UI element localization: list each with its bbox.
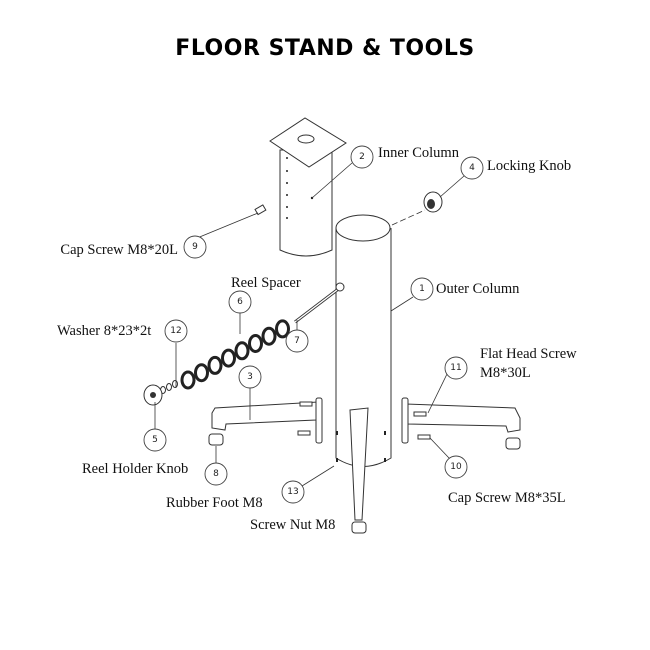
callout-11: 11 bbox=[444, 356, 468, 380]
front-leg-drawing bbox=[336, 407, 386, 534]
leader-lines bbox=[154, 162, 465, 487]
callout-1: 1 bbox=[410, 277, 434, 301]
svg-text:10: 10 bbox=[450, 462, 462, 472]
spacer-disc bbox=[248, 334, 263, 353]
callout-7: 7 bbox=[285, 329, 309, 353]
outer-column-drawing bbox=[335, 209, 426, 467]
svg-text:7: 7 bbox=[294, 336, 300, 346]
callout-5: 5 bbox=[143, 428, 167, 452]
label-locking-knob: Locking Knob bbox=[487, 158, 571, 174]
inner-column-drawing bbox=[269, 117, 347, 257]
label-washer: Washer 8*23*2t bbox=[57, 323, 151, 339]
label-cap-screw-m8-35l: Cap Screw M8*35L bbox=[448, 490, 566, 506]
washer-disc bbox=[166, 383, 172, 391]
locking-knob-drawing bbox=[423, 191, 443, 213]
label-reel-spacer: Reel Spacer bbox=[231, 275, 301, 291]
label-reel-holder-knob: Reel Holder Knob bbox=[82, 461, 188, 477]
spacer-disc bbox=[234, 341, 250, 361]
callout-12: 12 bbox=[164, 319, 188, 343]
callout-10: 10 bbox=[444, 455, 468, 479]
label-inner-column: Inner Column bbox=[378, 145, 460, 161]
label-flat-head-screw-size: M8*30L bbox=[480, 365, 531, 381]
svg-text:2: 2 bbox=[359, 152, 365, 162]
reel-holder-knob-drawing bbox=[143, 384, 163, 406]
right-leg-drawing bbox=[401, 397, 521, 450]
callout-8: 8 bbox=[204, 462, 228, 486]
callout-6: 6 bbox=[228, 290, 252, 314]
spacer-disc bbox=[207, 355, 223, 375]
callout-3: 3 bbox=[238, 365, 262, 389]
label-outer-column: Outer Column bbox=[436, 281, 520, 297]
spacer-disc bbox=[275, 319, 290, 339]
svg-text:8: 8 bbox=[213, 469, 219, 479]
cap-screw-drawing bbox=[254, 204, 267, 216]
spacer-disc bbox=[180, 370, 196, 390]
label-rubber-foot: Rubber Foot M8 bbox=[166, 495, 263, 511]
callout-2: 2 bbox=[350, 145, 374, 169]
callout-9: 9 bbox=[183, 235, 207, 259]
svg-text:12: 12 bbox=[170, 326, 181, 336]
spacer-disc bbox=[261, 326, 277, 346]
label-screw-nut: Screw Nut M8 bbox=[250, 517, 335, 533]
callout-4: 4 bbox=[460, 156, 484, 180]
reel-spacer-drawing bbox=[294, 282, 345, 324]
spacer-disc bbox=[221, 348, 236, 368]
label-flat-head-screw: Flat Head Screw bbox=[480, 346, 577, 362]
callout-13: 13 bbox=[281, 480, 305, 504]
left-leg-drawing bbox=[208, 397, 323, 446]
spacer-disc bbox=[194, 363, 209, 383]
page-title: FLOOR STAND & TOOLS bbox=[175, 36, 475, 61]
spacers-drawing bbox=[160, 319, 290, 394]
washer-disc bbox=[172, 380, 178, 388]
svg-text:3: 3 bbox=[247, 372, 253, 382]
svg-text:9: 9 bbox=[192, 242, 198, 252]
svg-text:13: 13 bbox=[287, 487, 298, 497]
svg-text:5: 5 bbox=[152, 435, 158, 445]
svg-text:4: 4 bbox=[469, 163, 475, 173]
svg-text:6: 6 bbox=[237, 297, 243, 307]
svg-text:11: 11 bbox=[450, 363, 461, 373]
label-cap-screw-m8-20l: Cap Screw M8*20L bbox=[60, 242, 178, 258]
svg-text:1: 1 bbox=[419, 284, 425, 294]
